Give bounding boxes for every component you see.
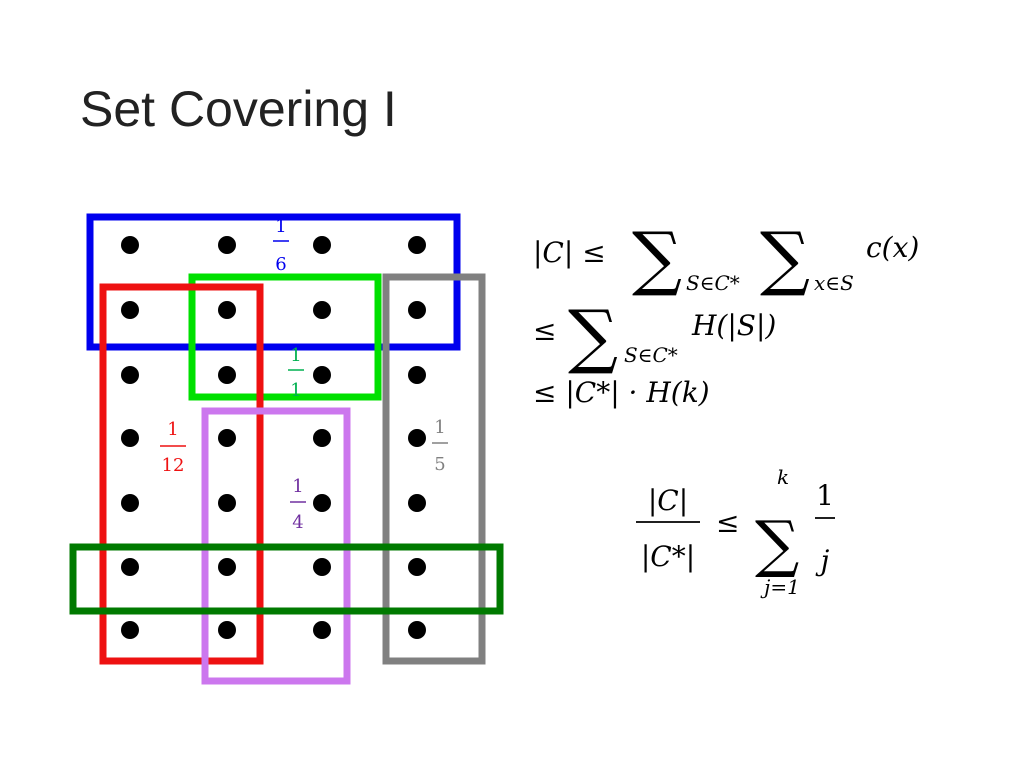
svg-text:|C| ≤: |C| ≤ <box>533 236 606 269</box>
element-dot <box>408 429 426 447</box>
element-dot <box>218 558 236 576</box>
svg-text:|C*|: |C*| <box>641 540 695 573</box>
element-dot <box>218 429 236 447</box>
fraction-purple: 1 4 <box>290 476 306 533</box>
element-dot <box>121 236 139 254</box>
element-dot <box>218 301 236 319</box>
svg-text:S∈C*: S∈C* <box>686 271 740 295</box>
element-dot <box>218 236 236 254</box>
formula-line-1: |C| ≤ ∑ S∈C* ∑ x∈S c(x) <box>533 217 919 299</box>
element-dot <box>408 494 426 512</box>
svg-text:1: 1 <box>816 479 834 512</box>
element-dot <box>121 558 139 576</box>
element-dots <box>121 236 426 639</box>
svg-text:∑: ∑ <box>568 295 618 377</box>
element-dot <box>313 236 331 254</box>
element-dot <box>408 621 426 639</box>
slide-title: Set Covering I <box>80 81 397 137</box>
svg-text:S∈C*: S∈C* <box>624 343 678 367</box>
svg-text:4: 4 <box>292 512 303 533</box>
element-dot <box>408 558 426 576</box>
svg-text:1: 1 <box>275 216 286 237</box>
fraction-red: 1 12 <box>160 419 186 476</box>
svg-text:j: j <box>815 544 830 577</box>
svg-text:1: 1 <box>290 345 301 366</box>
element-dot <box>121 429 139 447</box>
element-dot <box>121 494 139 512</box>
svg-text:H(|S|): H(|S|) <box>691 309 776 342</box>
svg-text:5: 5 <box>434 454 445 475</box>
element-dot <box>313 494 331 512</box>
svg-text:1: 1 <box>290 380 301 401</box>
set-dark-green-rect <box>69 543 504 615</box>
element-dot <box>313 301 331 319</box>
svg-text:1: 1 <box>292 476 303 497</box>
svg-text:|C|: |C| <box>648 484 688 517</box>
set-gray-rect <box>382 273 486 665</box>
svg-text:12: 12 <box>162 455 185 476</box>
element-dot <box>121 621 139 639</box>
element-dot <box>313 558 331 576</box>
svg-text:∑: ∑ <box>760 217 810 299</box>
element-dot <box>218 621 236 639</box>
fraction-green: 1 1 <box>288 345 304 401</box>
element-dot <box>121 366 139 384</box>
element-dot <box>218 494 236 512</box>
svg-text:x∈S: x∈S <box>814 271 854 295</box>
approximation-ratio-formula: |C| |C*| ≤ k ∑ j=1 1 j <box>636 465 835 599</box>
set-green-rect <box>188 273 382 401</box>
set-blue-rect <box>86 213 461 351</box>
formula-line-3: ≤ |C*| · H(k) <box>533 376 710 409</box>
element-dot <box>408 366 426 384</box>
element-dot <box>408 301 426 319</box>
svg-text:k: k <box>777 465 789 489</box>
fraction-blue: 1 6 <box>273 216 289 275</box>
svg-text:∑: ∑ <box>632 217 682 299</box>
formula-line-2: ≤ ∑ S∈C* H(|S|) <box>533 295 776 377</box>
svg-text:≤: ≤ <box>533 314 556 347</box>
svg-text:j=1: j=1 <box>760 575 800 599</box>
svg-text:c(x): c(x) <box>866 231 919 264</box>
svg-text:∑: ∑ <box>755 507 799 580</box>
svg-text:≤ |C*| · H(k): ≤ |C*| · H(k) <box>533 376 710 409</box>
element-dot <box>313 429 331 447</box>
element-dot <box>408 236 426 254</box>
svg-text:1: 1 <box>167 419 178 440</box>
element-dot <box>121 301 139 319</box>
svg-text:≤: ≤ <box>716 506 739 539</box>
svg-text:1: 1 <box>434 417 445 438</box>
element-dot <box>218 366 236 384</box>
fraction-gray: 1 5 <box>432 417 448 475</box>
set-red-rect <box>99 283 264 665</box>
svg-text:6: 6 <box>275 254 286 275</box>
element-dot <box>313 366 331 384</box>
element-dot <box>313 621 331 639</box>
